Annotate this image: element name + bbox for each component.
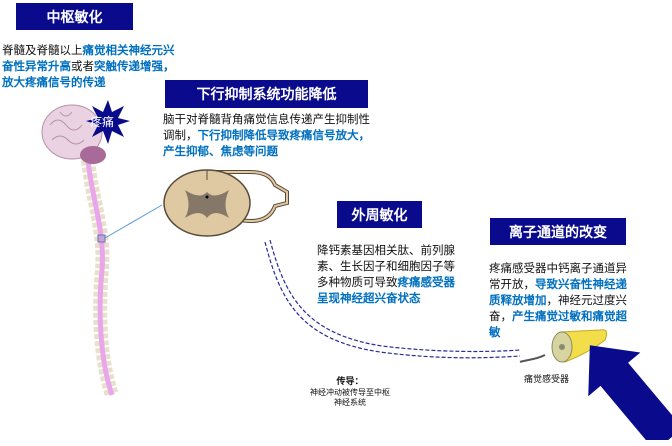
- pain-receptor-illustration: [519, 329, 608, 363]
- text-segment: 产生痛觉过敏和痛觉超敏: [489, 309, 627, 339]
- text-segment: 或者: [71, 59, 94, 73]
- text-segment: 痛觉相关神经元兴奋性异常升高: [2, 43, 175, 73]
- peripheral-sensitization-header: 外周敏化: [337, 201, 422, 228]
- text-segment: ，神经元过度兴奋，: [489, 293, 627, 323]
- conduction-path: [264, 241, 521, 359]
- ion-channel-text: 疼痛感受器中钙离子通道异常开放，导致兴奋性神经递质释放增加，神经元过度兴奋，产生…: [489, 260, 631, 340]
- conduction-line2: 神经系统: [334, 398, 366, 407]
- descending-inhibition-text: 脑干对脊髓背角痛觉信息传递产生抑制性调制，下行抑制降低导致疼痛信号放大，产生抑郁…: [163, 111, 375, 159]
- text-segment: 疼痛感受器呈现神经超兴奋状态: [317, 275, 455, 305]
- injury-stimulus-arrow: [588, 345, 672, 440]
- central-sensitization-header: 中枢敏化: [16, 3, 133, 30]
- conduction-line1: 神经冲动被传导至中枢: [310, 388, 390, 397]
- text-segment: 脊髓及脊髓以上: [2, 43, 83, 57]
- peripheral-sensitization-text: 降钙素基因相关肽、前列腺素、生长因子和细胞因子等多种物质可导致疼痛感受器呈现神经…: [317, 242, 459, 306]
- text-segment: 疼痛感受器中钙离子通道异常开放，: [489, 261, 627, 291]
- ion-channel-header: 离子通道的改变: [490, 218, 626, 245]
- receptor-label: 痛觉感受器: [524, 375, 570, 385]
- pain-burst-label: 疼痛: [90, 115, 115, 129]
- text-segment: 导致兴奋性神经递质释放增加: [489, 277, 627, 307]
- central-sensitization-text: 脊髓及脊髓以上痛觉相关神经元兴奋性异常升高或者突触传递增强，放大疼痛信号的传递: [2, 42, 180, 90]
- descending-inhibition-header: 下行抑制系统功能降低: [165, 80, 368, 108]
- text-segment: 脑干对脊髓背角痛觉信息传递产生抑制性调制，: [163, 112, 370, 142]
- pain-starburst: [86, 100, 130, 144]
- text-segment: 下行抑制降低导致疼痛信号放大，产生抑郁、焦虑等问题: [163, 128, 370, 158]
- brain-illustration: [41, 104, 106, 164]
- conduction-title: 传导：: [336, 377, 364, 387]
- text-segment: 突触传递增强，放大疼痛信号的传递: [2, 59, 175, 89]
- spine-illustration: [81, 159, 163, 398]
- spinal-cord-cross-section: [163, 169, 289, 237]
- text-segment: 降钙素基因相关肽、前列腺素、生长因子和细胞因子等多种物质可导致: [317, 243, 455, 289]
